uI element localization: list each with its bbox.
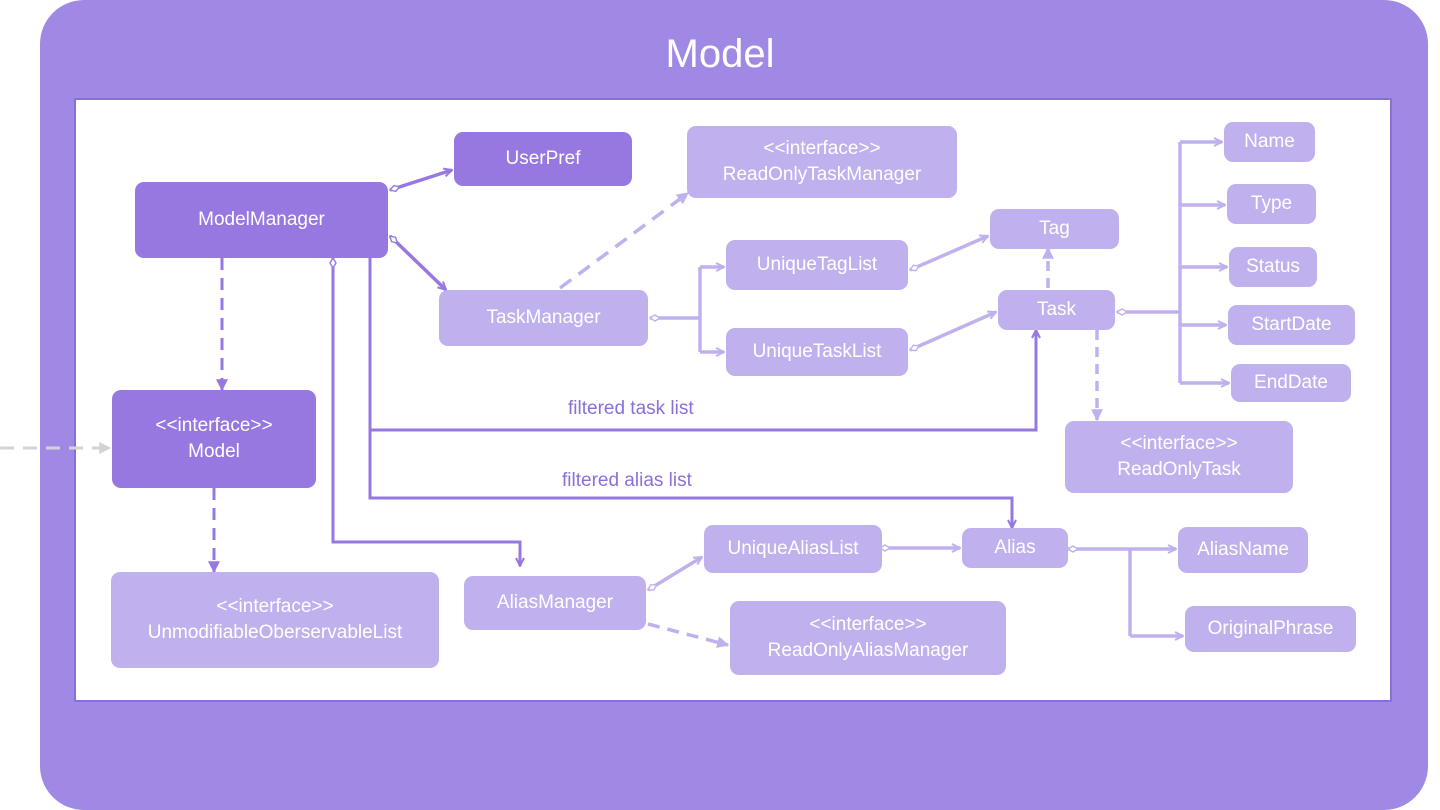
- tag-name: Tag: [1039, 218, 1070, 240]
- originalphrase-label: OriginalPhrase: [1207, 618, 1334, 640]
- alias-name: Alias: [994, 537, 1036, 559]
- uniquetaglist-name: UniqueTagList: [756, 254, 878, 276]
- modelmanager-node[interactable]: ModelManager: [135, 182, 388, 258]
- modelmanager-taskmanager-link: [388, 234, 446, 290]
- type-attribute-node[interactable]: Type: [1227, 184, 1316, 224]
- aliasmanager-name: AliasManager: [496, 592, 614, 614]
- unmodifiable-list-name: UnmodifiableOberservableList: [147, 622, 403, 643]
- userpref-node[interactable]: UserPref: [454, 132, 632, 186]
- model-interface-stereotype: <<interface>>: [155, 415, 273, 437]
- enddate-attribute-node[interactable]: EndDate: [1231, 364, 1351, 402]
- readonlyaliasmanager-node[interactable]: <<interface>> ReadOnlyAliasManager: [730, 601, 1006, 675]
- model-interface-name: Model: [188, 441, 240, 462]
- task-name: Task: [1036, 299, 1077, 321]
- uniquetasklist-task-link: [910, 310, 996, 352]
- originalphrase-node[interactable]: OriginalPhrase: [1185, 606, 1356, 652]
- startdate-attribute-label: StartDate: [1251, 314, 1332, 336]
- status-attribute-node[interactable]: Status: [1229, 247, 1317, 287]
- readonlyaliasmanager-name: ReadOnlyAliasManager: [767, 640, 969, 661]
- uniquealiaslist-name: UniqueAliasList: [727, 538, 859, 560]
- readonlytaskmanager-stereotype: <<interface>>: [763, 138, 881, 160]
- readonlyaliasmanager-stereotype: <<interface>>: [809, 614, 927, 636]
- enddate-attribute-label: EndDate: [1254, 372, 1328, 394]
- readonlytask-name: ReadOnlyTask: [1117, 459, 1241, 480]
- status-attribute-label: Status: [1246, 256, 1300, 278]
- uniquetaglist-node[interactable]: UniqueTagList: [726, 240, 908, 290]
- aliasname-label: AliasName: [1197, 539, 1289, 561]
- aliasname-node[interactable]: AliasName: [1178, 527, 1308, 573]
- model-interface-node[interactable]: <<interface>> Model: [112, 390, 316, 488]
- taskmanager-readonly-realization: [558, 191, 690, 290]
- name-attribute-node[interactable]: Name: [1224, 122, 1315, 162]
- unmodifiable-list-node[interactable]: <<interface>> UnmodifiableOberservableLi…: [111, 572, 439, 668]
- filtered-alias-list-label: filtered alias list: [562, 470, 692, 491]
- readonlytask-stereotype: <<interface>>: [1120, 433, 1238, 455]
- startdate-attribute-node[interactable]: StartDate: [1228, 305, 1355, 345]
- alias-node[interactable]: Alias: [962, 528, 1068, 568]
- aliasmanager-node[interactable]: AliasManager: [464, 576, 646, 630]
- filtered-task-list-label: filtered task list: [568, 398, 694, 419]
- uniquetaglist-tag-link: [910, 234, 988, 272]
- unmodifiable-list-stereotype: <<interface>>: [216, 596, 334, 618]
- tag-node[interactable]: Tag: [990, 209, 1119, 249]
- name-attribute-label: Name: [1244, 131, 1295, 153]
- taskmanager-node[interactable]: TaskManager: [439, 290, 648, 346]
- taskmanager-name: TaskManager: [486, 307, 601, 329]
- readonlytaskmanager-node[interactable]: <<interface>> ReadOnlyTaskManager: [687, 126, 957, 198]
- readonlytask-node[interactable]: <<interface>> ReadOnlyTask: [1065, 421, 1293, 493]
- type-attribute-label: Type: [1250, 193, 1293, 215]
- uniquetasklist-node[interactable]: UniqueTaskList: [726, 328, 908, 376]
- uniquealiaslist-node[interactable]: UniqueAliasList: [704, 525, 882, 573]
- userpref-name: UserPref: [505, 148, 581, 170]
- readonlytaskmanager-name: ReadOnlyTaskManager: [722, 164, 922, 185]
- modelmanager-userpref-link: [390, 170, 452, 190]
- modelmanager-name: ModelManager: [198, 209, 325, 231]
- aliasmanager-uniquealiaslist-link: [648, 555, 702, 592]
- modelmanager-aliasmanager-link: [333, 258, 520, 566]
- diagram-title: Model: [665, 32, 775, 76]
- task-node[interactable]: Task: [998, 290, 1115, 330]
- uniquetasklist-name: UniqueTaskList: [752, 341, 882, 363]
- aliasmanager-readonly-realization: [647, 622, 730, 649]
